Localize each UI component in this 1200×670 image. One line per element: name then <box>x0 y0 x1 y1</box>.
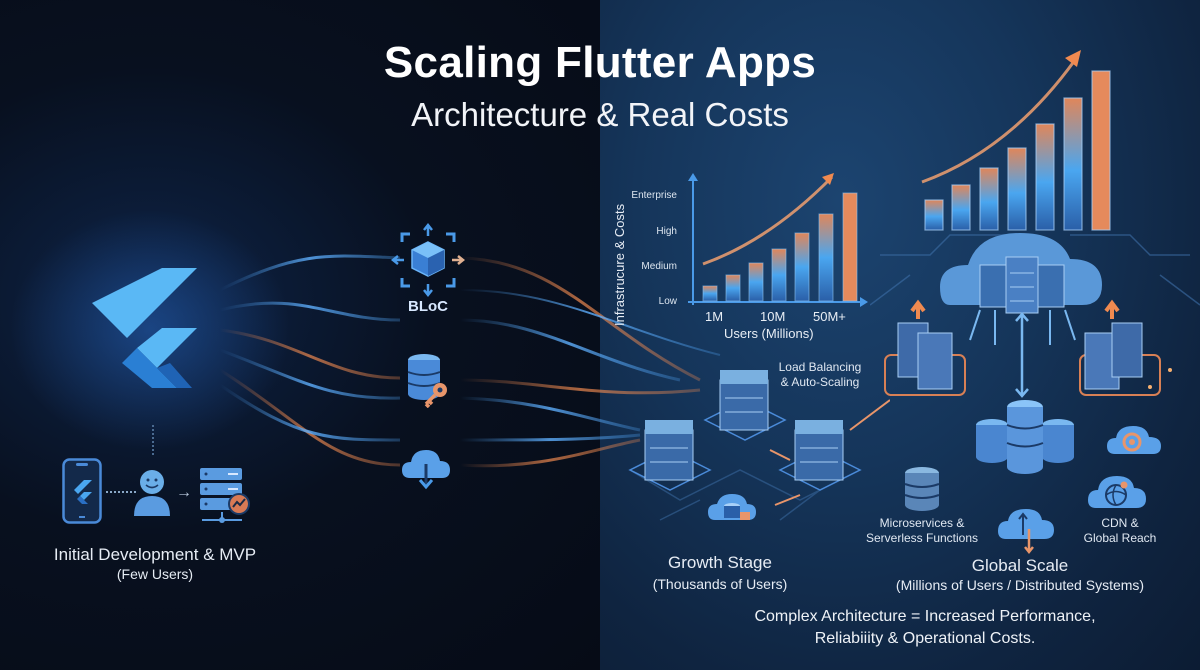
stage-growth-subtitle: (Thousands of Users) <box>652 576 788 592</box>
serverless-sync-cloud-icon <box>998 509 1054 555</box>
y-tick-low: Low <box>658 296 677 307</box>
cloud-download-icon <box>402 450 450 490</box>
stage-global-title: Global Scale <box>971 556 1069 575</box>
server-growth-icon <box>200 468 250 523</box>
y-tick-enterprise: Enterprise <box>631 190 677 201</box>
large-growth-bar-chart <box>921 50 1111 231</box>
cdn-label: CDN &Global Reach <box>1083 516 1157 545</box>
user-avatar-icon <box>134 470 170 516</box>
y-tick-medium: Medium <box>641 261 677 272</box>
phone-flutter-icon <box>62 458 102 524</box>
y-tick-high: High <box>656 226 677 237</box>
footer-summary: Complex Architecture = Increased Perform… <box>754 608 1096 647</box>
cdn-globe-cloud-icon <box>1088 476 1146 508</box>
flutter-logo-icon <box>92 268 197 388</box>
bloc-label: BLoC <box>408 298 448 315</box>
database-key-icon <box>407 354 447 408</box>
dotted-connector-2 <box>106 491 136 493</box>
microservices-database-icon <box>904 467 940 511</box>
stage-initial-subtitle: (Few Users) <box>116 566 194 582</box>
x-tick-10m: 10M <box>760 309 786 324</box>
microservices-label: Microservices &Serverless Functions <box>865 516 979 545</box>
x-tick-1m: 1M <box>705 309 724 324</box>
page-subtitle: Architecture & Real Costs <box>411 96 789 133</box>
growth-server-cluster <box>628 370 890 521</box>
arrow-right-icon: → <box>176 484 192 501</box>
chart-x-axis-label: Users (Millions) <box>724 326 814 341</box>
stage-initial-title: Initial Development & MVP <box>53 545 257 564</box>
page-title: Scaling Flutter Apps <box>383 38 817 87</box>
cloud-gear-icon <box>1107 426 1161 454</box>
stage-global-subtitle: (Millions of Users / Distributed Systems… <box>895 577 1145 593</box>
global-cloud-cluster <box>870 233 1200 398</box>
database-cluster-icon <box>976 400 1074 474</box>
bloc-cube-icon <box>390 222 466 298</box>
dotted-connector <box>152 425 154 455</box>
x-tick-50m: 50M+ <box>813 309 846 324</box>
stage-growth-title: Growth Stage <box>668 553 772 572</box>
cost-growth-chart <box>688 173 868 307</box>
load-balancing-label: Load Balancing& Auto-Scaling <box>778 360 862 389</box>
